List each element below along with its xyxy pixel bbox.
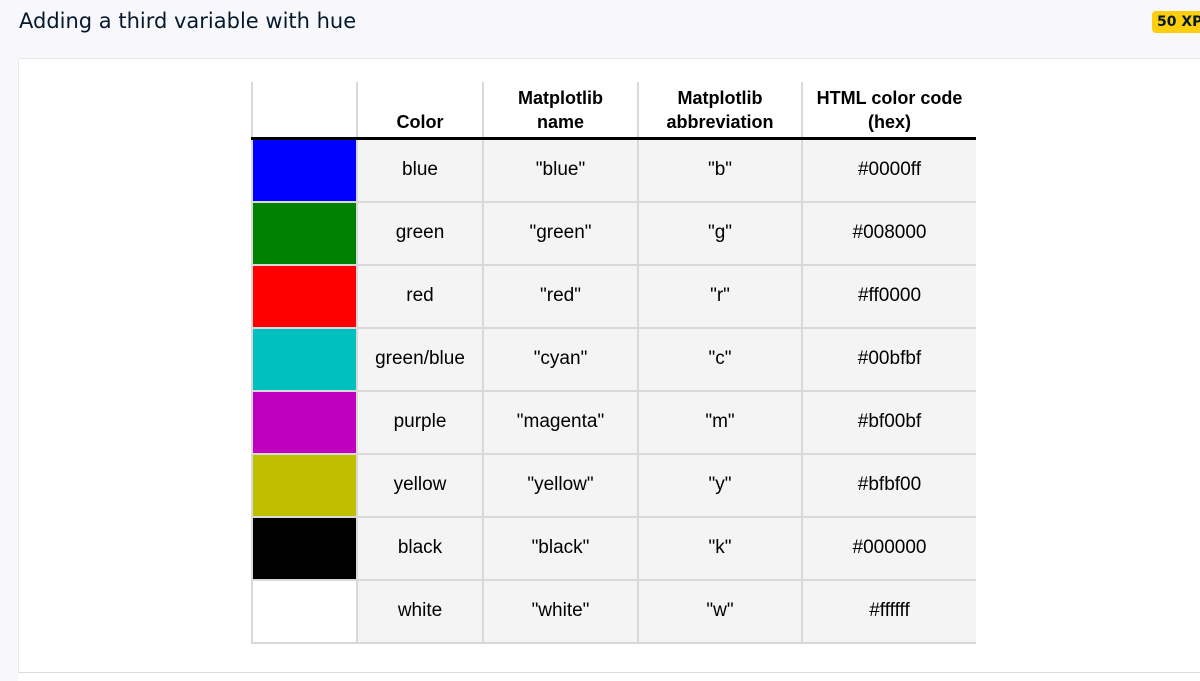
- table-row: yellow"yellow""y"#bfbf00: [251, 453, 976, 518]
- color-swatch: [251, 516, 357, 581]
- swatch-fill: [253, 517, 356, 579]
- color-name-cell: purple: [356, 390, 483, 455]
- matplotlib-abbreviation-cell: "y": [637, 453, 802, 518]
- color-name-cell: black: [356, 516, 483, 581]
- swatch-fill: [253, 391, 356, 453]
- exercise-header: Adding a third variable with hue 50 XP: [0, 0, 1200, 44]
- header-html-color-code: HTML color code(hex): [801, 82, 976, 140]
- color-name-cell: red: [356, 264, 483, 329]
- color-name-cell: green/blue: [356, 327, 483, 392]
- hex-code-cell: #bf00bf: [801, 390, 976, 455]
- content-divider: [18, 672, 1200, 681]
- swatch-fill: [253, 202, 356, 264]
- swatch-fill: [253, 265, 356, 327]
- matplotlib-abbreviation-cell: "c": [637, 327, 802, 392]
- color-swatch: [251, 579, 357, 644]
- table-row: white"white""w"#ffffff: [251, 579, 976, 644]
- color-name-cell: green: [356, 201, 483, 266]
- swatch-fill: [253, 139, 356, 201]
- matplotlib-abbreviation-cell: "g": [637, 201, 802, 266]
- matplotlib-abbreviation-cell: "r": [637, 264, 802, 329]
- matplotlib-abbreviation-cell: "b": [637, 138, 802, 203]
- matplotlib-name-cell: "magenta": [482, 390, 638, 455]
- table-row: green"green""g"#008000: [251, 201, 976, 266]
- matplotlib-name-cell: "black": [482, 516, 638, 581]
- header-swatch: [251, 82, 357, 140]
- matplotlib-name-cell: "white": [482, 579, 638, 644]
- color-name-cell: white: [356, 579, 483, 644]
- color-swatch: [251, 264, 357, 329]
- header-color: Color: [356, 82, 483, 140]
- matplotlib-name-cell: "blue": [482, 138, 638, 203]
- color-name-cell: yellow: [356, 453, 483, 518]
- hex-code-cell: #00bfbf: [801, 327, 976, 392]
- table-row: black"black""k"#000000: [251, 516, 976, 581]
- matplotlib-name-cell: "red": [482, 264, 638, 329]
- hex-code-cell: #ff0000: [801, 264, 976, 329]
- hex-code-cell: #0000ff: [801, 138, 976, 203]
- table-row: green/blue"cyan""c"#00bfbf: [251, 327, 976, 392]
- color-swatch: [251, 201, 357, 266]
- exercise-title: Adding a third variable with hue: [19, 9, 357, 33]
- color-name-cell: blue: [356, 138, 483, 203]
- matplotlib-abbreviation-cell: "k": [637, 516, 802, 581]
- swatch-fill: [253, 328, 356, 390]
- color-swatch: [251, 453, 357, 518]
- xp-badge: 50 XP: [1152, 11, 1200, 33]
- hex-code-cell: #ffffff: [801, 579, 976, 644]
- color-swatch: [251, 390, 357, 455]
- hex-code-cell: #008000: [801, 201, 976, 266]
- table-row: red"red""r"#ff0000: [251, 264, 976, 329]
- matplotlib-name-cell: "cyan": [482, 327, 638, 392]
- color-swatch: [251, 327, 357, 392]
- matplotlib-abbreviation-cell: "w": [637, 579, 802, 644]
- matplotlib-name-cell: "yellow": [482, 453, 638, 518]
- swatch-fill: [253, 580, 356, 642]
- hex-code-cell: #000000: [801, 516, 976, 581]
- matplotlib-abbreviation-cell: "m": [637, 390, 802, 455]
- table-row: purple"magenta""m"#bf00bf: [251, 390, 976, 455]
- swatch-fill: [253, 454, 356, 516]
- color-swatch: [251, 138, 357, 203]
- hex-code-cell: #bfbf00: [801, 453, 976, 518]
- table-row: blue"blue""b"#0000ff: [251, 138, 976, 203]
- matplotlib-name-cell: "green": [482, 201, 638, 266]
